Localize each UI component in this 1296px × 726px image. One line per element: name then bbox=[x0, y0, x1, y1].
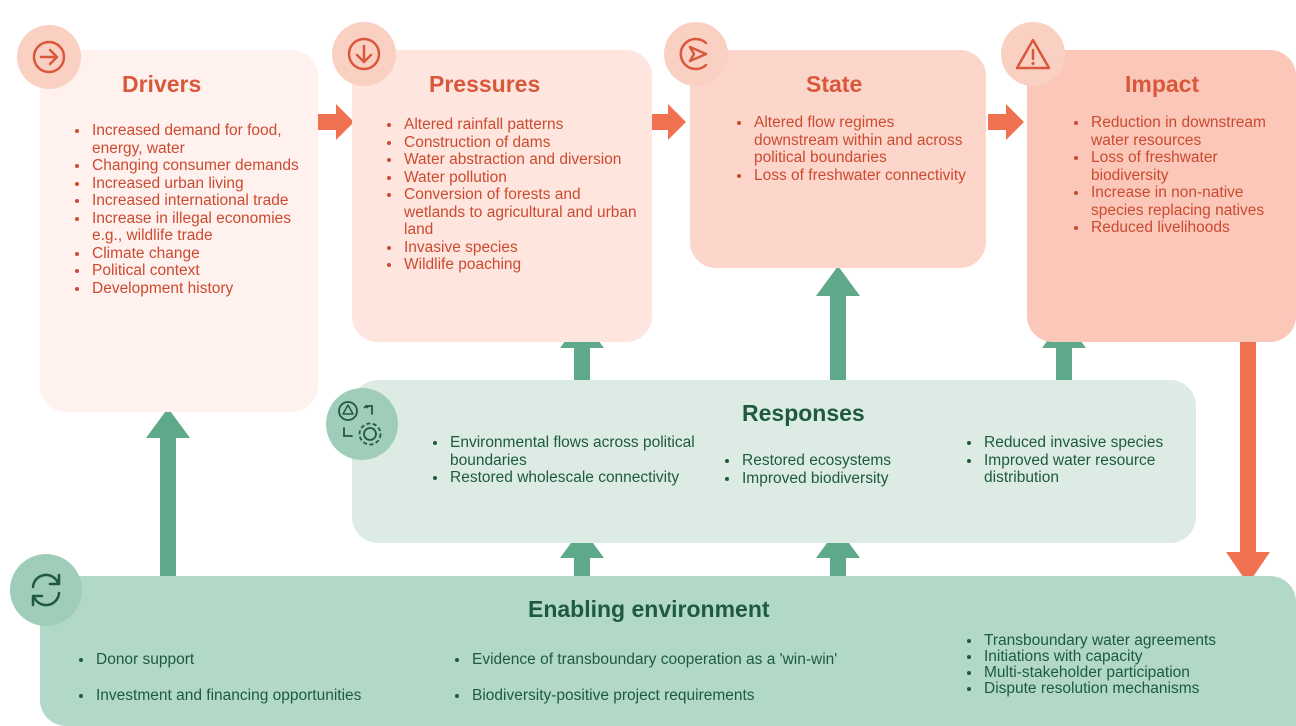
enabling-title: Enabling environment bbox=[528, 596, 770, 622]
state-to-impact-arrow bbox=[988, 104, 1024, 140]
arrow-right-circle-icon bbox=[32, 40, 66, 74]
impact-box: Impact Reduction in downstream water res… bbox=[1027, 50, 1296, 342]
impact-list: Reduction in downstream water resources … bbox=[1071, 114, 1296, 237]
list-item: Reduced livelihoods bbox=[1089, 219, 1296, 237]
play-circle-icon bbox=[679, 37, 708, 71]
list-item: Altered rainfall patterns bbox=[402, 116, 642, 134]
drivers-to-pressures-arrow bbox=[318, 104, 354, 140]
list-item: Increased international trade bbox=[90, 192, 312, 210]
list-item: Altered flow regimes downstream within a… bbox=[752, 114, 982, 167]
list-item: Investment and financing opportunities bbox=[94, 678, 464, 714]
list-item: Political context bbox=[90, 262, 312, 280]
enabling-to-drivers-arrow bbox=[146, 408, 190, 578]
responses-list-col2: Restored ecosystems Improved biodiversit… bbox=[722, 452, 960, 487]
responses-list-col1: Environmental flows across political bou… bbox=[430, 434, 698, 487]
refresh-cycle-icon bbox=[31, 573, 61, 607]
enabling-to-responses-arrow-left bbox=[560, 528, 604, 578]
state-icon-circle bbox=[664, 22, 728, 86]
responses-to-state-arrow bbox=[816, 266, 860, 382]
list-item: Water abstraction and diversion bbox=[402, 151, 642, 169]
responses-list-col3: Reduced invasive species Improved water … bbox=[964, 434, 1202, 487]
list-item: Invasive species bbox=[402, 239, 642, 257]
list-item: Initiations with capacity bbox=[982, 649, 1296, 665]
state-box: State Altered flow regimes downstream wi… bbox=[690, 50, 986, 268]
list-item: Increase in non-native species replacing… bbox=[1089, 184, 1296, 219]
responses-icon-circle bbox=[326, 388, 398, 460]
impact-icon-circle bbox=[1001, 22, 1065, 86]
list-item: Dispute resolution mechanisms bbox=[982, 681, 1296, 697]
list-item: Biodiversity-positive project requiremen… bbox=[470, 678, 950, 714]
drivers-list: Increased demand for food, energy, water… bbox=[72, 122, 312, 297]
enabling-to-responses-arrow-right bbox=[816, 528, 860, 578]
enabling-environment-box: Enabling environment Donor support Inves… bbox=[40, 576, 1296, 726]
drivers-box: Drivers Increased demand for food, energ… bbox=[40, 50, 318, 412]
impact-to-enabling-arrow bbox=[1226, 340, 1270, 584]
pressures-title: Pressures bbox=[429, 71, 541, 97]
list-item: Conversion of forests and wetlands to ag… bbox=[402, 186, 642, 239]
state-list: Altered flow regimes downstream within a… bbox=[734, 114, 982, 184]
list-item: Reduction in downstream water resources bbox=[1089, 114, 1296, 149]
list-item: Increased demand for food, energy, water bbox=[90, 122, 312, 157]
list-item: Wildlife poaching bbox=[402, 256, 642, 274]
list-item: Water pollution bbox=[402, 169, 642, 187]
warning-triangle-icon bbox=[1015, 38, 1051, 70]
list-item: Loss of freshwater biodiversity bbox=[1089, 149, 1296, 184]
pressures-box: Pressures Altered rainfall patterns Cons… bbox=[352, 50, 652, 342]
drivers-icon-circle bbox=[17, 25, 81, 89]
list-item: Restored ecosystems bbox=[740, 452, 960, 470]
impact-title: Impact bbox=[1125, 71, 1200, 97]
list-item: Reduced invasive species bbox=[982, 434, 1202, 452]
list-item: Environmental flows across political bou… bbox=[448, 434, 698, 469]
list-item: Increase in illegal economies e.g., wild… bbox=[90, 210, 312, 245]
list-item: Improved biodiversity bbox=[740, 470, 960, 488]
list-item: Multi-stakeholder participation bbox=[982, 665, 1296, 681]
state-title: State bbox=[806, 71, 863, 97]
pressures-to-state-arrow bbox=[650, 104, 686, 140]
enabling-icon-circle bbox=[10, 554, 82, 626]
list-item: Restored wholescale connectivity bbox=[448, 469, 698, 487]
response-gear-icon bbox=[338, 401, 382, 446]
responses-title: Responses bbox=[742, 400, 865, 426]
list-item: Changing consumer demands bbox=[90, 157, 312, 175]
list-item: Loss of freshwater connectivity bbox=[752, 167, 982, 185]
enabling-list-col2: Evidence of transboundary cooperation as… bbox=[452, 642, 950, 714]
list-item: Construction of dams bbox=[402, 134, 642, 152]
list-item: Climate change bbox=[90, 245, 312, 263]
pressures-list: Altered rainfall patterns Construction o… bbox=[384, 116, 642, 274]
list-item: Evidence of transboundary cooperation as… bbox=[470, 642, 950, 678]
list-item: Development history bbox=[90, 280, 312, 298]
list-item: Donor support bbox=[94, 642, 464, 678]
arrow-down-circle-icon bbox=[347, 37, 381, 71]
pressures-icon-circle bbox=[332, 22, 396, 86]
list-item: Improved water resource distribution bbox=[982, 452, 1202, 487]
list-item: Increased urban living bbox=[90, 175, 312, 193]
drivers-title: Drivers bbox=[122, 71, 202, 97]
enabling-list-col3: Transboundary water agreements Initiatio… bbox=[964, 633, 1296, 697]
responses-box: Responses Environmental flows across pol… bbox=[352, 380, 1196, 543]
enabling-list-col1: Donor support Investment and financing o… bbox=[76, 642, 464, 714]
list-item: Transboundary water agreements bbox=[982, 633, 1296, 649]
